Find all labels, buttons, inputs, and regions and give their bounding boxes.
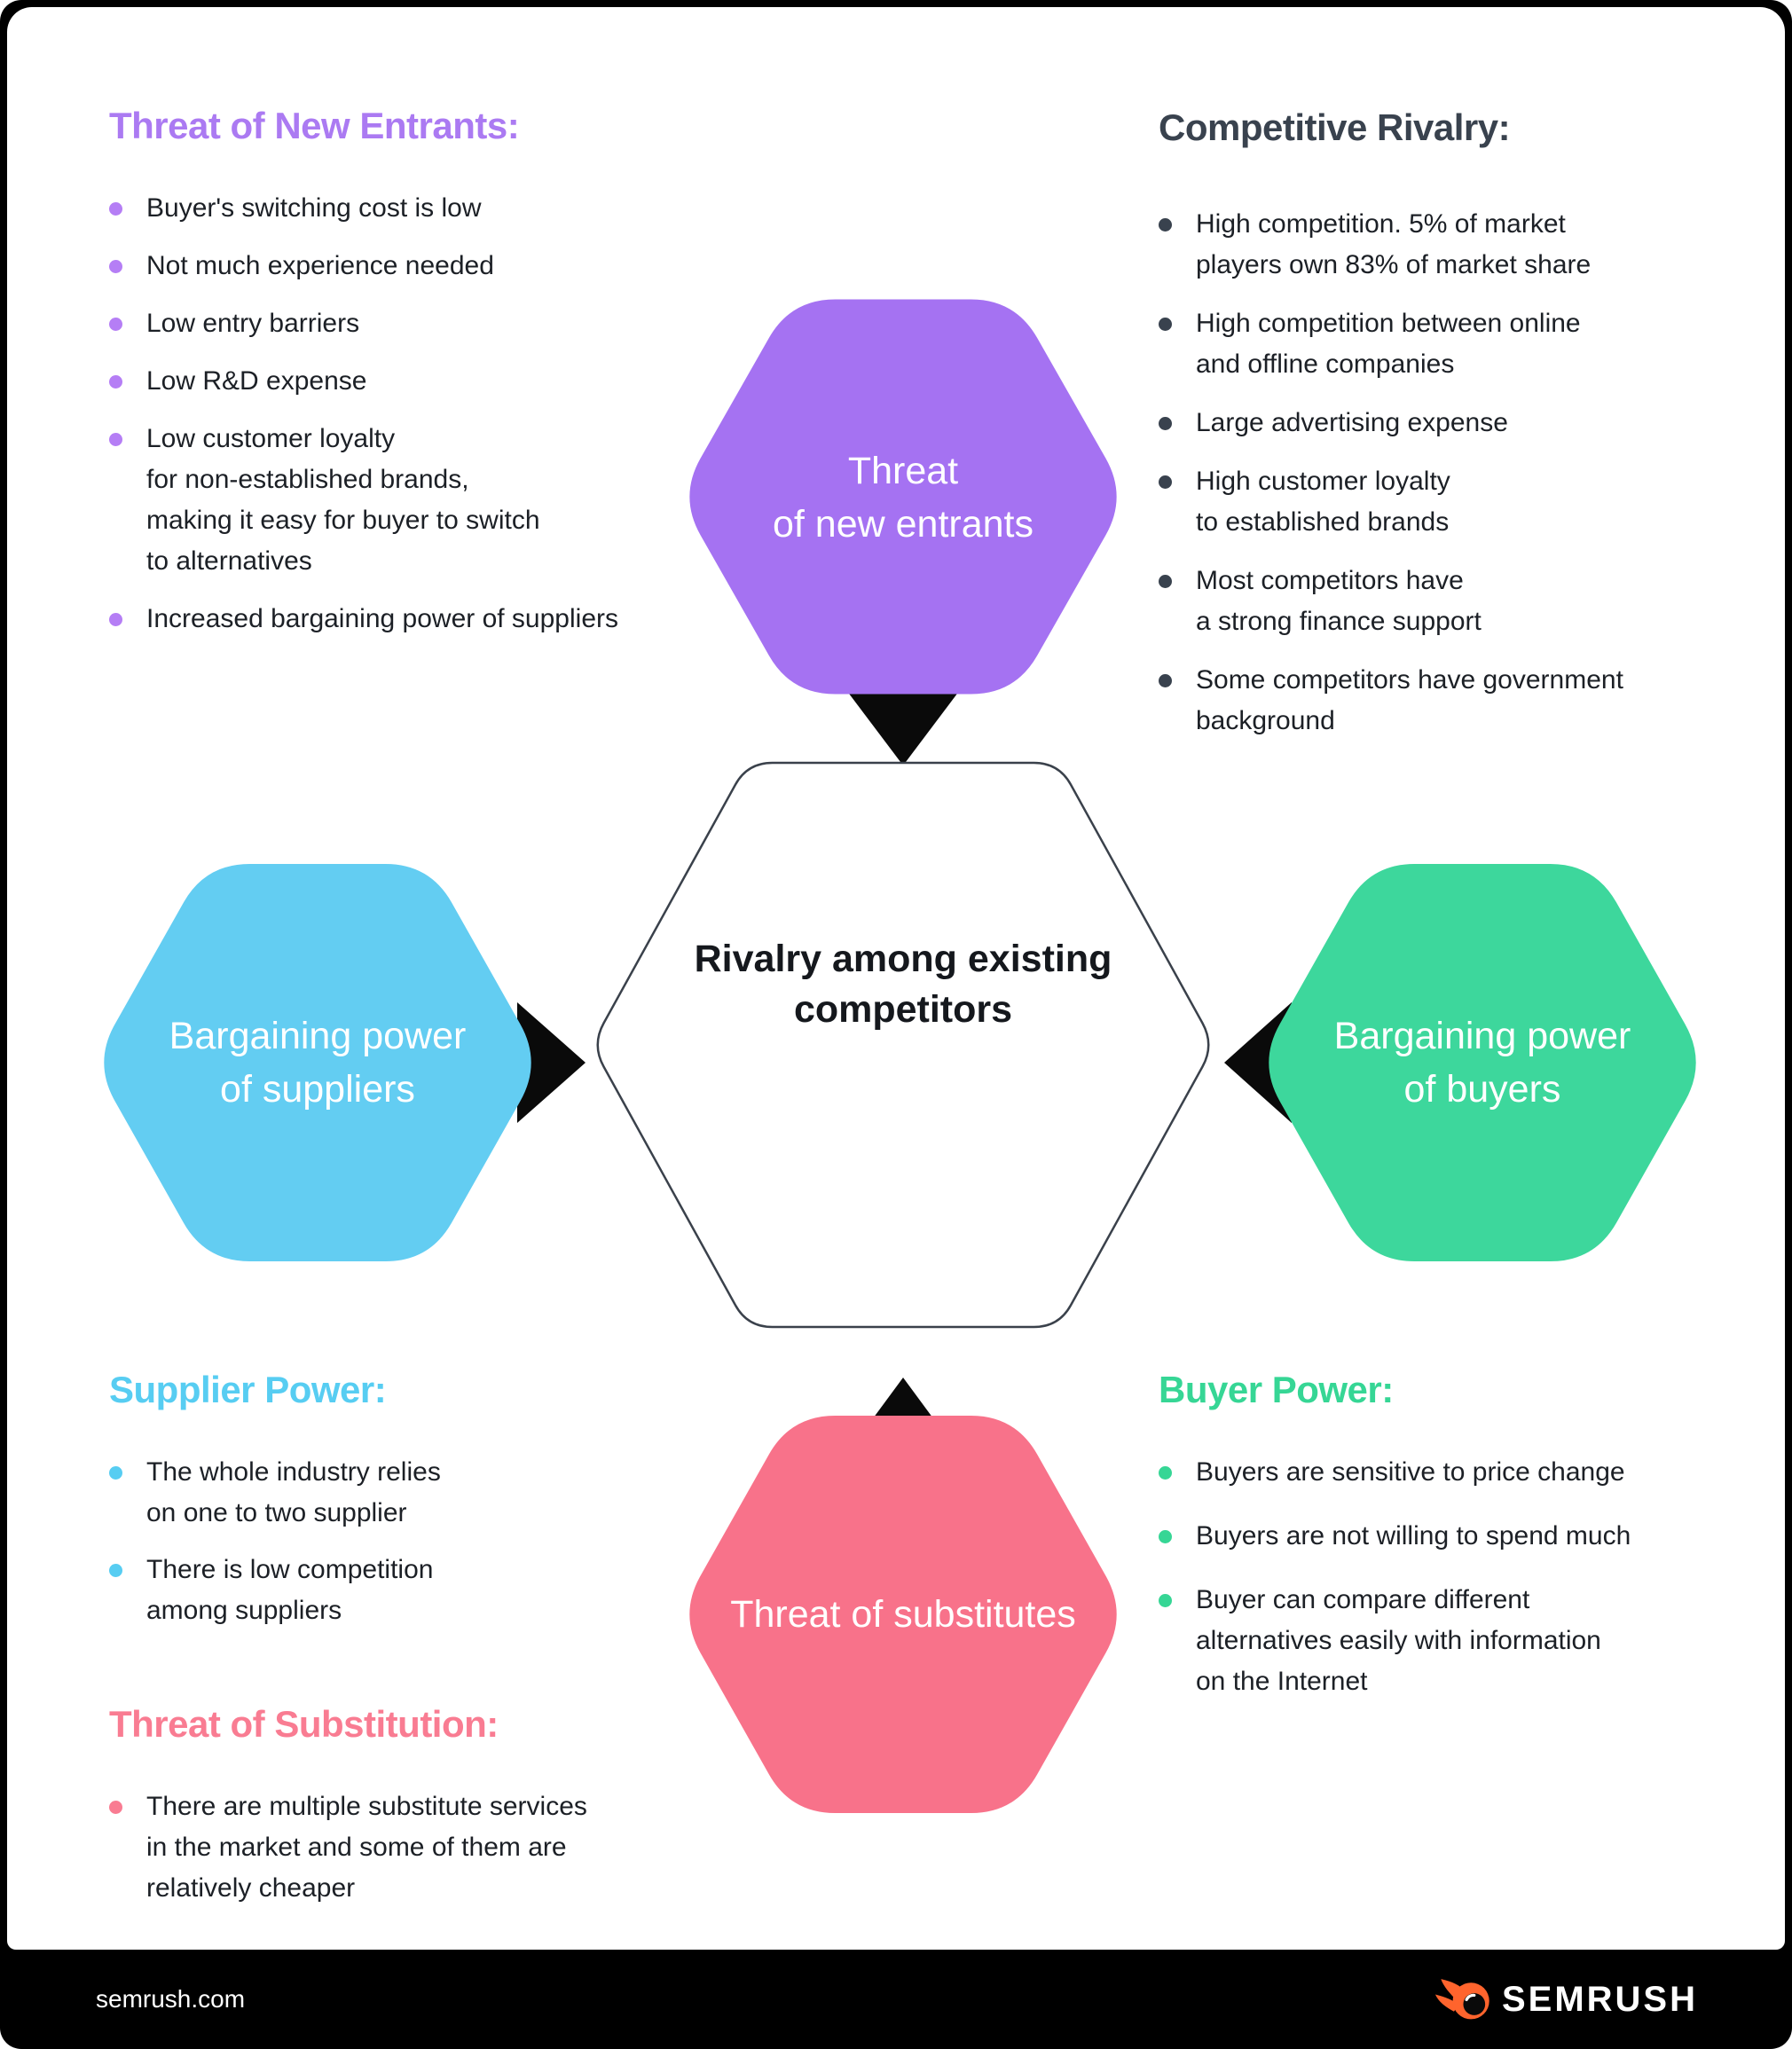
bullet-dot <box>109 433 122 446</box>
semrush-logo-text: SEMRUSH <box>1501 1979 1698 2019</box>
list-item-text: Buyer's switching cost is low <box>146 193 482 223</box>
list-item-text: Increased bargaining power of suppliers <box>146 604 618 633</box>
bullet-dot <box>109 1801 122 1814</box>
list-item: Buyers are sensitive to price change <box>1159 1452 1762 1493</box>
heading-threat-substitution: Threat of Substitution: <box>109 1703 499 1745</box>
list-item: High customer loyalty to established bra… <box>1159 461 1744 543</box>
section-threat-substitution: Threat of Substitution: There are multip… <box>109 1703 695 1925</box>
hexagon-label-suppliers: Bargaining power of suppliers <box>169 1015 467 1111</box>
list-item: Low customer loyalty for non-established… <box>109 419 659 582</box>
list-item: High competition between online and offl… <box>1159 303 1744 385</box>
list-item-text: Most competitors have a strong finance s… <box>1196 566 1482 636</box>
list-item-text: There are multiple substitute services i… <box>146 1792 587 1903</box>
hexagon-new-entrants <box>689 299 1117 695</box>
heading-competitive-rivalry: Competitive Rivalry: <box>1159 106 1511 148</box>
list-item-text: Low R&D expense <box>146 366 367 396</box>
list-item-text: Not much experience needed <box>146 251 494 280</box>
arrow-down-icon <box>841 683 965 765</box>
bullet-dot <box>1159 218 1172 232</box>
bullet-dot <box>1159 1594 1172 1607</box>
list-item: Not much experience needed <box>109 246 659 287</box>
section-competitive-rivalry: Competitive Rivalry: High competition. 5… <box>1159 106 1744 759</box>
bullet-dot <box>1159 475 1172 489</box>
bullet-dot <box>1159 318 1172 331</box>
hexagon-substitutes <box>689 1416 1117 1813</box>
list-item-text: High customer loyalty to established bra… <box>1196 467 1450 537</box>
list-item: Low entry barriers <box>109 303 659 344</box>
list-item: There is low competition among suppliers <box>109 1550 659 1631</box>
section-supplier-power: Supplier Power: The whole industry relie… <box>109 1369 659 1647</box>
list-item-text: Buyer can compare different alternatives… <box>1196 1585 1601 1696</box>
list-item-text: High competition between online and offl… <box>1196 309 1581 379</box>
list-item-text: Low customer loyalty for non-established… <box>146 424 540 576</box>
bullet-dot <box>109 1564 122 1577</box>
hexagon-label-center: Rivalry among existing competitors <box>694 938 1112 1031</box>
bullet-dot <box>109 202 122 216</box>
bullet-dot <box>1159 417 1172 430</box>
list-item: Some competitors have government backgro… <box>1159 660 1744 742</box>
list-item-text: Buyers are not willing to spend much <box>1196 1521 1631 1550</box>
hexagon-label-new-entrants: Threat of new entrants <box>772 449 1034 546</box>
five-forces-diagram <box>104 299 1696 1813</box>
list-item-text: Low entry barriers <box>146 309 360 338</box>
bullet-dot <box>1159 1530 1172 1543</box>
list-item-text: The whole industry relies on one to two … <box>146 1457 441 1527</box>
list-item: High competition. 5% of market players o… <box>1159 204 1744 286</box>
list-item: Buyers are not willing to spend much <box>1159 1516 1762 1557</box>
list-item: Large advertising expense <box>1159 403 1744 444</box>
list-item: Buyer can compare different alternatives… <box>1159 1580 1762 1702</box>
arrow-left-icon <box>1224 1002 1292 1123</box>
hexagon-buyers <box>1269 864 1696 1261</box>
footer-bar: semrush.com SEMRUSH <box>0 1950 1792 2049</box>
list-item: The whole industry relies on one to two … <box>109 1452 659 1534</box>
bullet-dot <box>1159 1466 1172 1480</box>
bullet-dot <box>1159 575 1172 588</box>
heading-new-entrants: Threat of New Entrants: <box>109 105 520 146</box>
footer-url: semrush.com <box>96 1985 246 2013</box>
section-new-entrants: Threat of New Entrants: Buyer's switchin… <box>109 105 659 656</box>
bullet-dot <box>1159 674 1172 687</box>
heading-buyer-power: Buyer Power: <box>1159 1369 1394 1410</box>
hexagon-suppliers <box>104 864 531 1261</box>
list-item-text: High competition. 5% of market players o… <box>1196 209 1592 279</box>
semrush-logo: SEMRUSH <box>1434 1972 1698 2027</box>
bullet-dot <box>109 318 122 331</box>
list-item-text: Some competitors have government backgro… <box>1196 665 1623 735</box>
list-item: Low R&D expense <box>109 361 659 402</box>
list-item: There are multiple substitute services i… <box>109 1786 695 1909</box>
bullet-dot <box>109 613 122 626</box>
bullet-dot <box>109 260 122 273</box>
section-buyer-power: Buyer Power: Buyers are sensitive to pri… <box>1159 1369 1762 1725</box>
heading-supplier-power: Supplier Power: <box>109 1369 387 1410</box>
arrow-right-icon <box>517 1002 586 1123</box>
hexagon-label-substitutes: Threat of substitutes <box>730 1593 1076 1636</box>
list-item: Most competitors have a strong finance s… <box>1159 561 1744 642</box>
list-item-text: Buyers are sensitive to price change <box>1196 1457 1625 1487</box>
bullet-dot <box>109 1466 122 1480</box>
list-item-text: There is low competition among suppliers <box>146 1555 434 1625</box>
list-item: Buyer's switching cost is low <box>109 188 659 229</box>
list-item-text: Large advertising expense <box>1196 408 1508 437</box>
list-item: Increased bargaining power of suppliers <box>109 599 659 640</box>
hexagon-center-rivalry <box>596 761 1210 1329</box>
canvas-card: Threat of New Entrants: Buyer's switchin… <box>7 7 1785 1950</box>
hexagon-label-buyers: Bargaining power of buyers <box>1333 1015 1631 1111</box>
semrush-logo-icon <box>1434 1979 1489 2020</box>
bullet-dot <box>109 375 122 389</box>
